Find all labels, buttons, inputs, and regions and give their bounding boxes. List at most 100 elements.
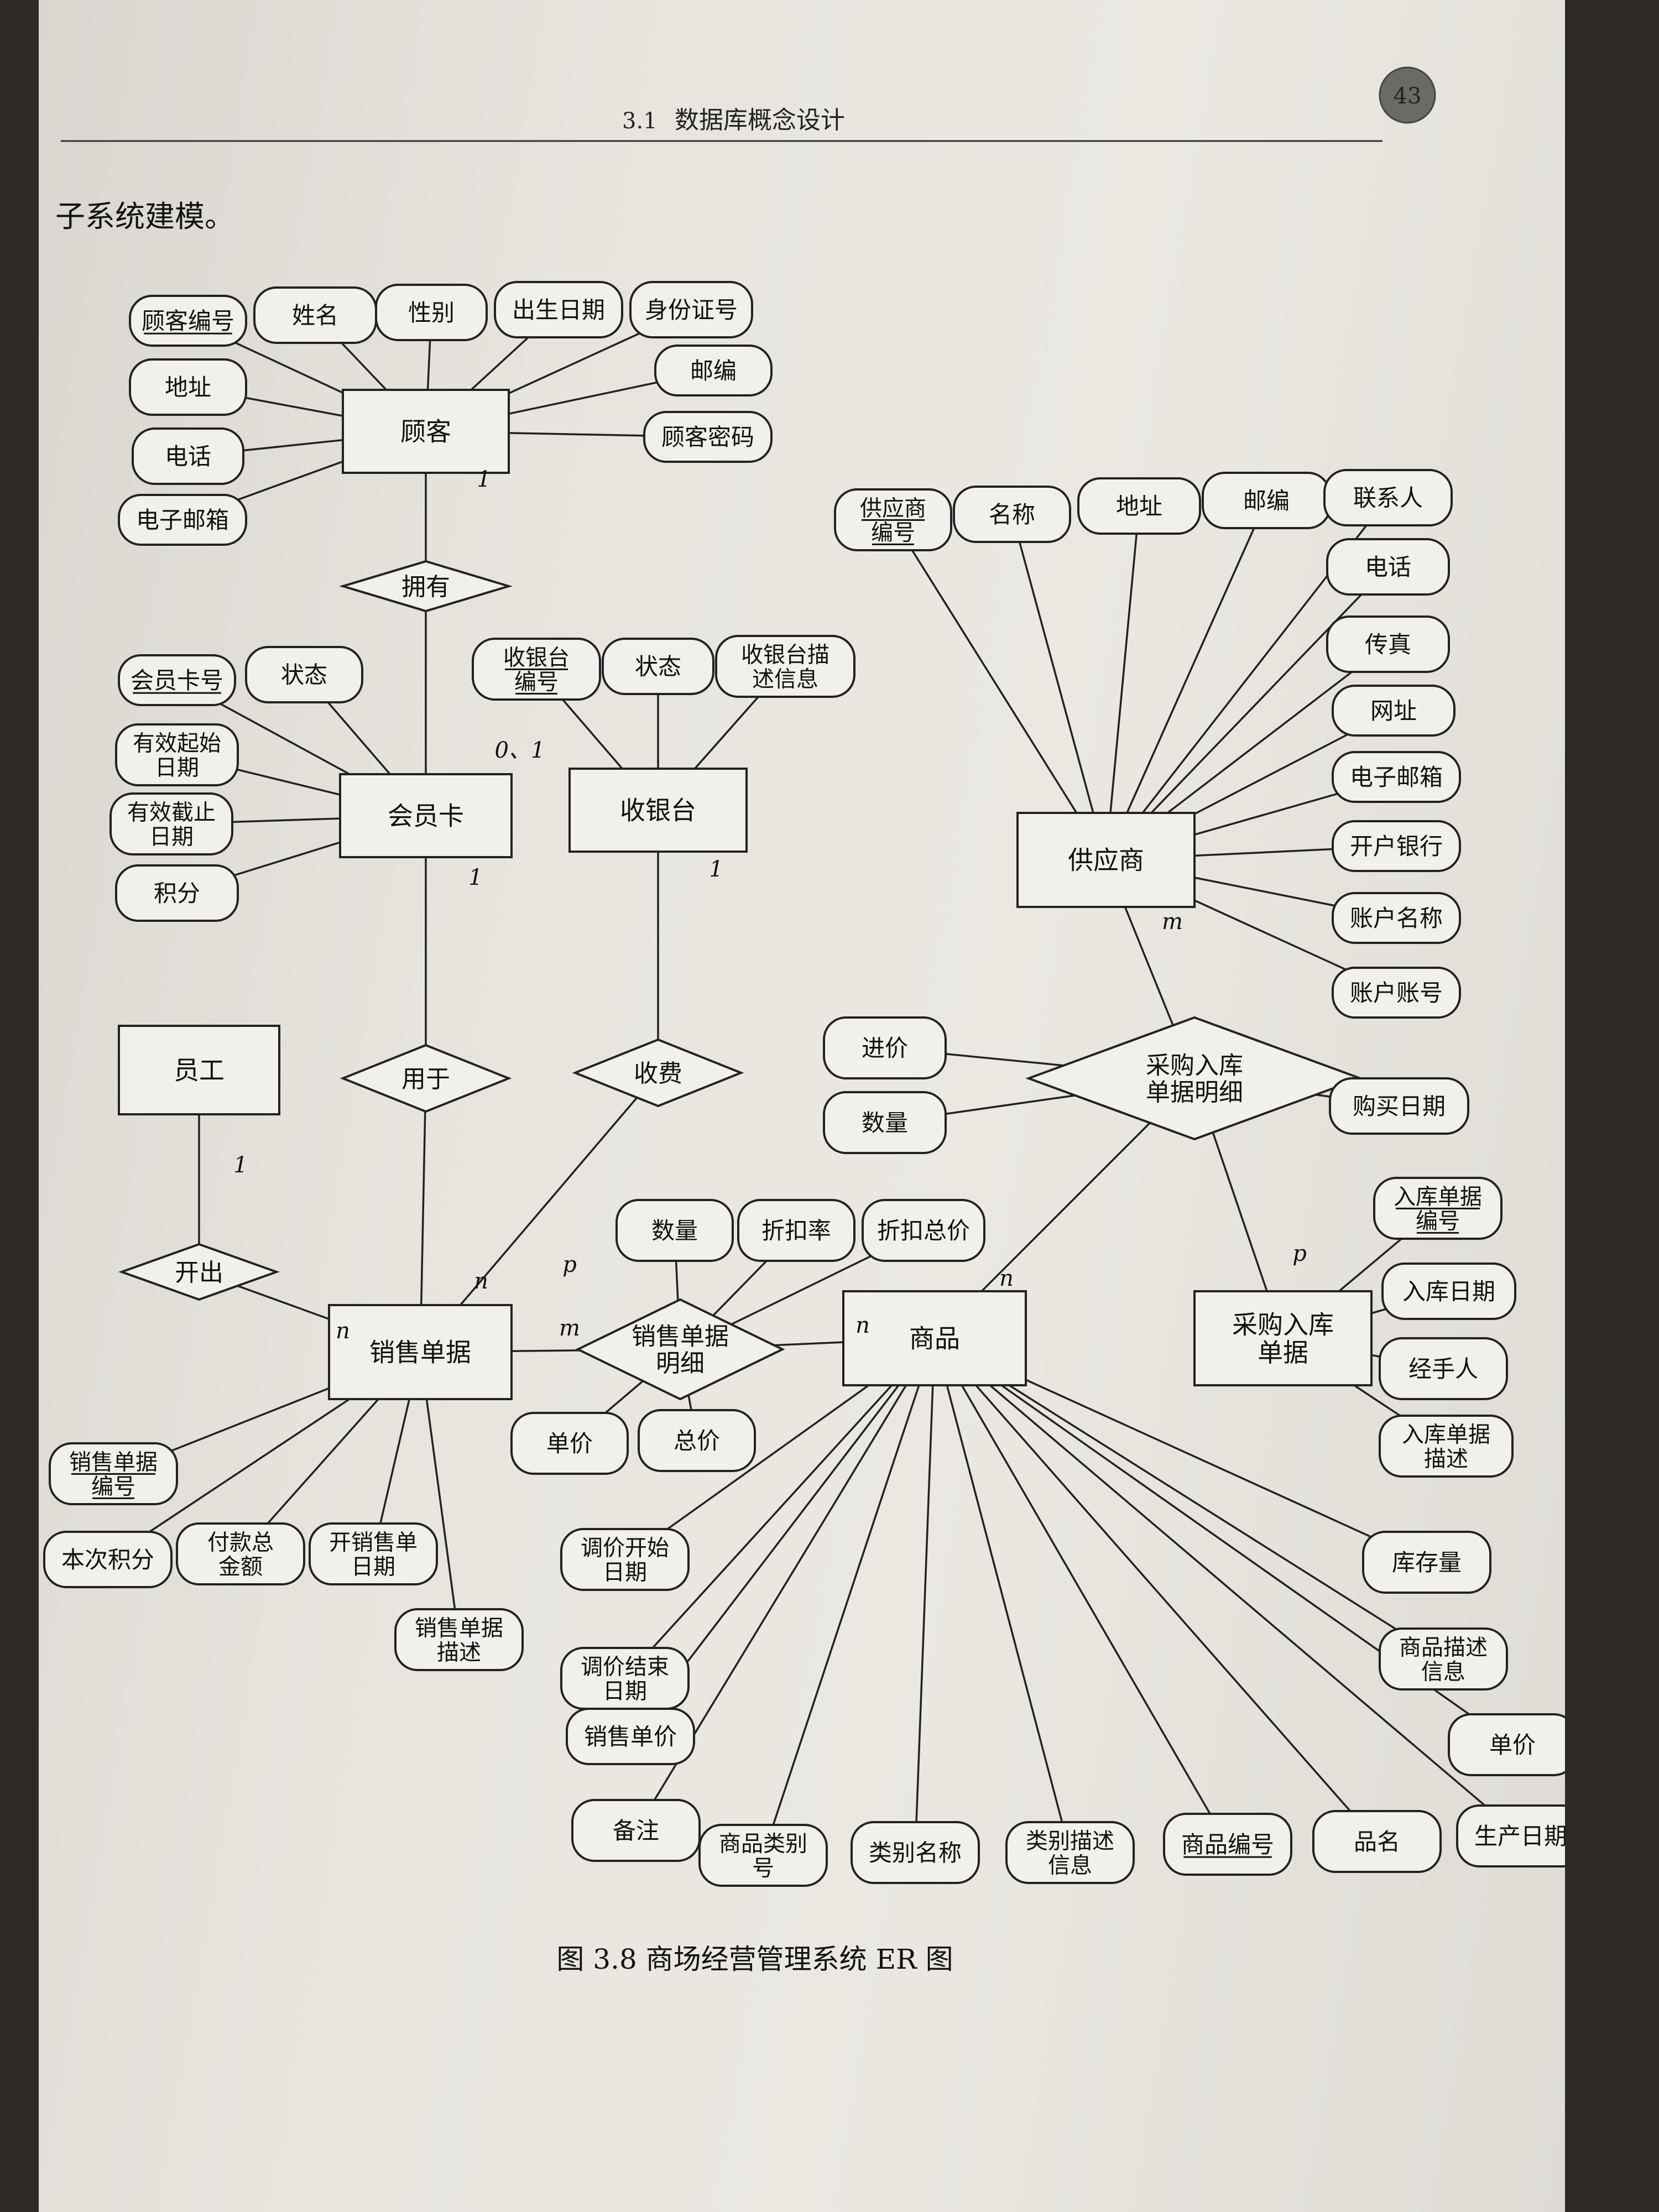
attribute-a_pr_note-box [571, 1799, 701, 1862]
attribute-a_pr_note: 备注 [571, 1799, 701, 1862]
attribute-a_sup_accname-box [1332, 892, 1461, 944]
attribute-a_cash_status-box [602, 638, 714, 695]
relationship-charge: 收费 [572, 1038, 744, 1108]
cardinality-sales_order-sales_detail: m [559, 1316, 580, 1341]
attribute-a_so_desc-box [394, 1608, 524, 1671]
relationship-has-text: 拥有 [401, 573, 450, 601]
attribute-a_sup_accname: 账户名称 [1332, 892, 1461, 944]
attribute-a_card_end-box [109, 792, 233, 855]
attribute-a_so_amount-text: 付款总 [207, 1530, 274, 1555]
attribute-a_cash_desc-text: 述信息 [752, 666, 818, 692]
attribute-a_po_desc-text: 描述 [1424, 1446, 1468, 1472]
attribute-a_pd_qty-text: 数量 [862, 1109, 908, 1136]
attribute-a_pr_sale_price: 销售单价 [566, 1708, 695, 1765]
attribute-a_po_no-text: 编号 [1416, 1208, 1460, 1234]
entity-product-text: 商品 [909, 1324, 960, 1354]
cardinality-member_card-used_for: 1 [468, 865, 482, 890]
relationship-issue-text: 开出 [175, 1259, 223, 1287]
entity-employee-text: 员工 [174, 1056, 225, 1086]
edge-a_sup_zip [1105, 500, 1267, 860]
attribute-a_pr_desc-text: 商品描述 [1399, 1635, 1488, 1660]
header-section: 3.1 [622, 108, 658, 134]
attribute-a_sup_no-text: 供应商 [860, 495, 926, 521]
cardinality-sales_order-charge: p [562, 1252, 577, 1277]
attribute-a_so_date-text: 开销售单 [329, 1530, 418, 1555]
relationship-sales_detail-shape [575, 1298, 785, 1401]
attribute-a_pd_qty-box [823, 1091, 947, 1154]
attribute-a_pr_adj_end-text: 调价结束 [581, 1654, 669, 1679]
book-page: 3.1 数据库概念设计 43 子系统建模。 拥有用于收费开出销售单据明细采购入库… [39, 0, 1565, 2212]
attribute-a_po_date-text: 入库日期 [1402, 1278, 1495, 1305]
attribute-a_sup_zip: 邮编 [1202, 472, 1331, 529]
attribute-a_sup_phone: 电话 [1326, 538, 1450, 596]
attribute-a_cust_zip-box [654, 345, 773, 397]
relationship-sales_detail-text: 明细 [656, 1349, 705, 1378]
attribute-a_cust_phone-text: 电话 [165, 443, 211, 470]
attribute-a_cust_name-text: 姓名 [292, 302, 338, 329]
attribute-a_pd_date-text: 购买日期 [1353, 1093, 1446, 1120]
attribute-a_po_date-box [1381, 1262, 1516, 1320]
attribute-a_cust_addr: 地址 [129, 358, 247, 416]
attribute-a_card_start-text: 日期 [155, 755, 199, 780]
intro-text: 子系统建模。 [55, 199, 234, 234]
attribute-a_cash_no-text: 收银台 [503, 645, 570, 670]
attribute-a_pr_price-text: 单价 [1489, 1731, 1536, 1759]
entity-member_card: 会员卡 [339, 773, 513, 858]
attribute-a_cash_status-text: 状态 [635, 653, 681, 680]
attribute-a_po_handler: 经手人 [1379, 1337, 1508, 1400]
attribute-a_sup_contact-box [1323, 469, 1453, 526]
attribute-a_cust_addr-box [129, 358, 247, 416]
attribute-a_cust_no-text: 顾客编号 [142, 307, 234, 335]
attribute-a_pd_date: 购买日期 [1329, 1077, 1469, 1135]
attribute-a_pr_sale_price-box [566, 1708, 695, 1765]
attribute-a_card_end-text: 有效截止 [127, 800, 216, 825]
attribute-a_cust_birth: 出生日期 [494, 281, 623, 338]
relationship-has: 拥有 [339, 560, 513, 613]
attribute-a_pd_price: 进价 [823, 1016, 947, 1079]
attribute-a_sup_phone-box [1326, 538, 1450, 596]
attribute-a_sd_price: 单价 [510, 1412, 629, 1475]
attribute-a_pr_no-text: 商品编号 [1181, 1831, 1274, 1858]
attribute-a_sd_rate-text: 折扣率 [761, 1217, 831, 1244]
attribute-a_sd_rate: 折扣率 [737, 1199, 855, 1262]
attribute-a_sd_total: 总价 [638, 1409, 756, 1472]
attribute-a_po_handler-text: 经手人 [1408, 1355, 1478, 1383]
attribute-a_pr_adj_end-text: 日期 [603, 1678, 647, 1704]
entity-product-box [842, 1290, 1027, 1386]
attribute-a_sd_total_disc-box [862, 1199, 985, 1262]
entity-sales_order-text: 销售单据 [369, 1338, 471, 1368]
entity-employee: 员工 [118, 1025, 280, 1115]
attribute-a_cust_phone: 电话 [132, 427, 244, 485]
cardinality-sales_order-used_for: n [474, 1269, 488, 1294]
attribute-a_sd_price-box [510, 1412, 629, 1475]
attribute-a_sd_price-text: 单价 [546, 1430, 593, 1457]
attribute-a_sup_accno: 账户账号 [1332, 967, 1461, 1019]
attribute-a_po_date: 入库日期 [1381, 1262, 1516, 1320]
figure-caption: 图 3.8 商场经营管理系统 ER 图 [556, 1943, 953, 1975]
attribute-a_sup_name-text: 名称 [989, 501, 1035, 528]
attribute-a_sup_fax-box [1326, 615, 1450, 673]
relationship-charge-shape [572, 1038, 744, 1108]
attribute-a_sup_web-text: 网址 [1370, 697, 1417, 724]
attribute-a_pd_price-box [823, 1016, 947, 1079]
attribute-a_pr_stock: 库存量 [1362, 1531, 1491, 1594]
attribute-a_so_points-box [43, 1531, 173, 1588]
attribute-a_sup_contact: 联系人 [1323, 469, 1453, 526]
page-number: 43 [1394, 84, 1422, 109]
attribute-a_sup_email: 电子邮箱 [1332, 751, 1461, 803]
attribute-a_card_points: 积分 [115, 864, 239, 922]
attribute-a_sup_email-box [1332, 751, 1461, 803]
attribute-a_pr_no: 商品编号 [1163, 1813, 1292, 1876]
cardinality-cashier-charge: 1 [709, 857, 723, 882]
edge-a_pr_cat_no [762, 1338, 936, 1856]
relationship-has-shape [339, 560, 513, 613]
attribute-a_sup_addr-text: 地址 [1116, 493, 1162, 520]
attribute-a_card_end-text: 日期 [149, 824, 194, 849]
